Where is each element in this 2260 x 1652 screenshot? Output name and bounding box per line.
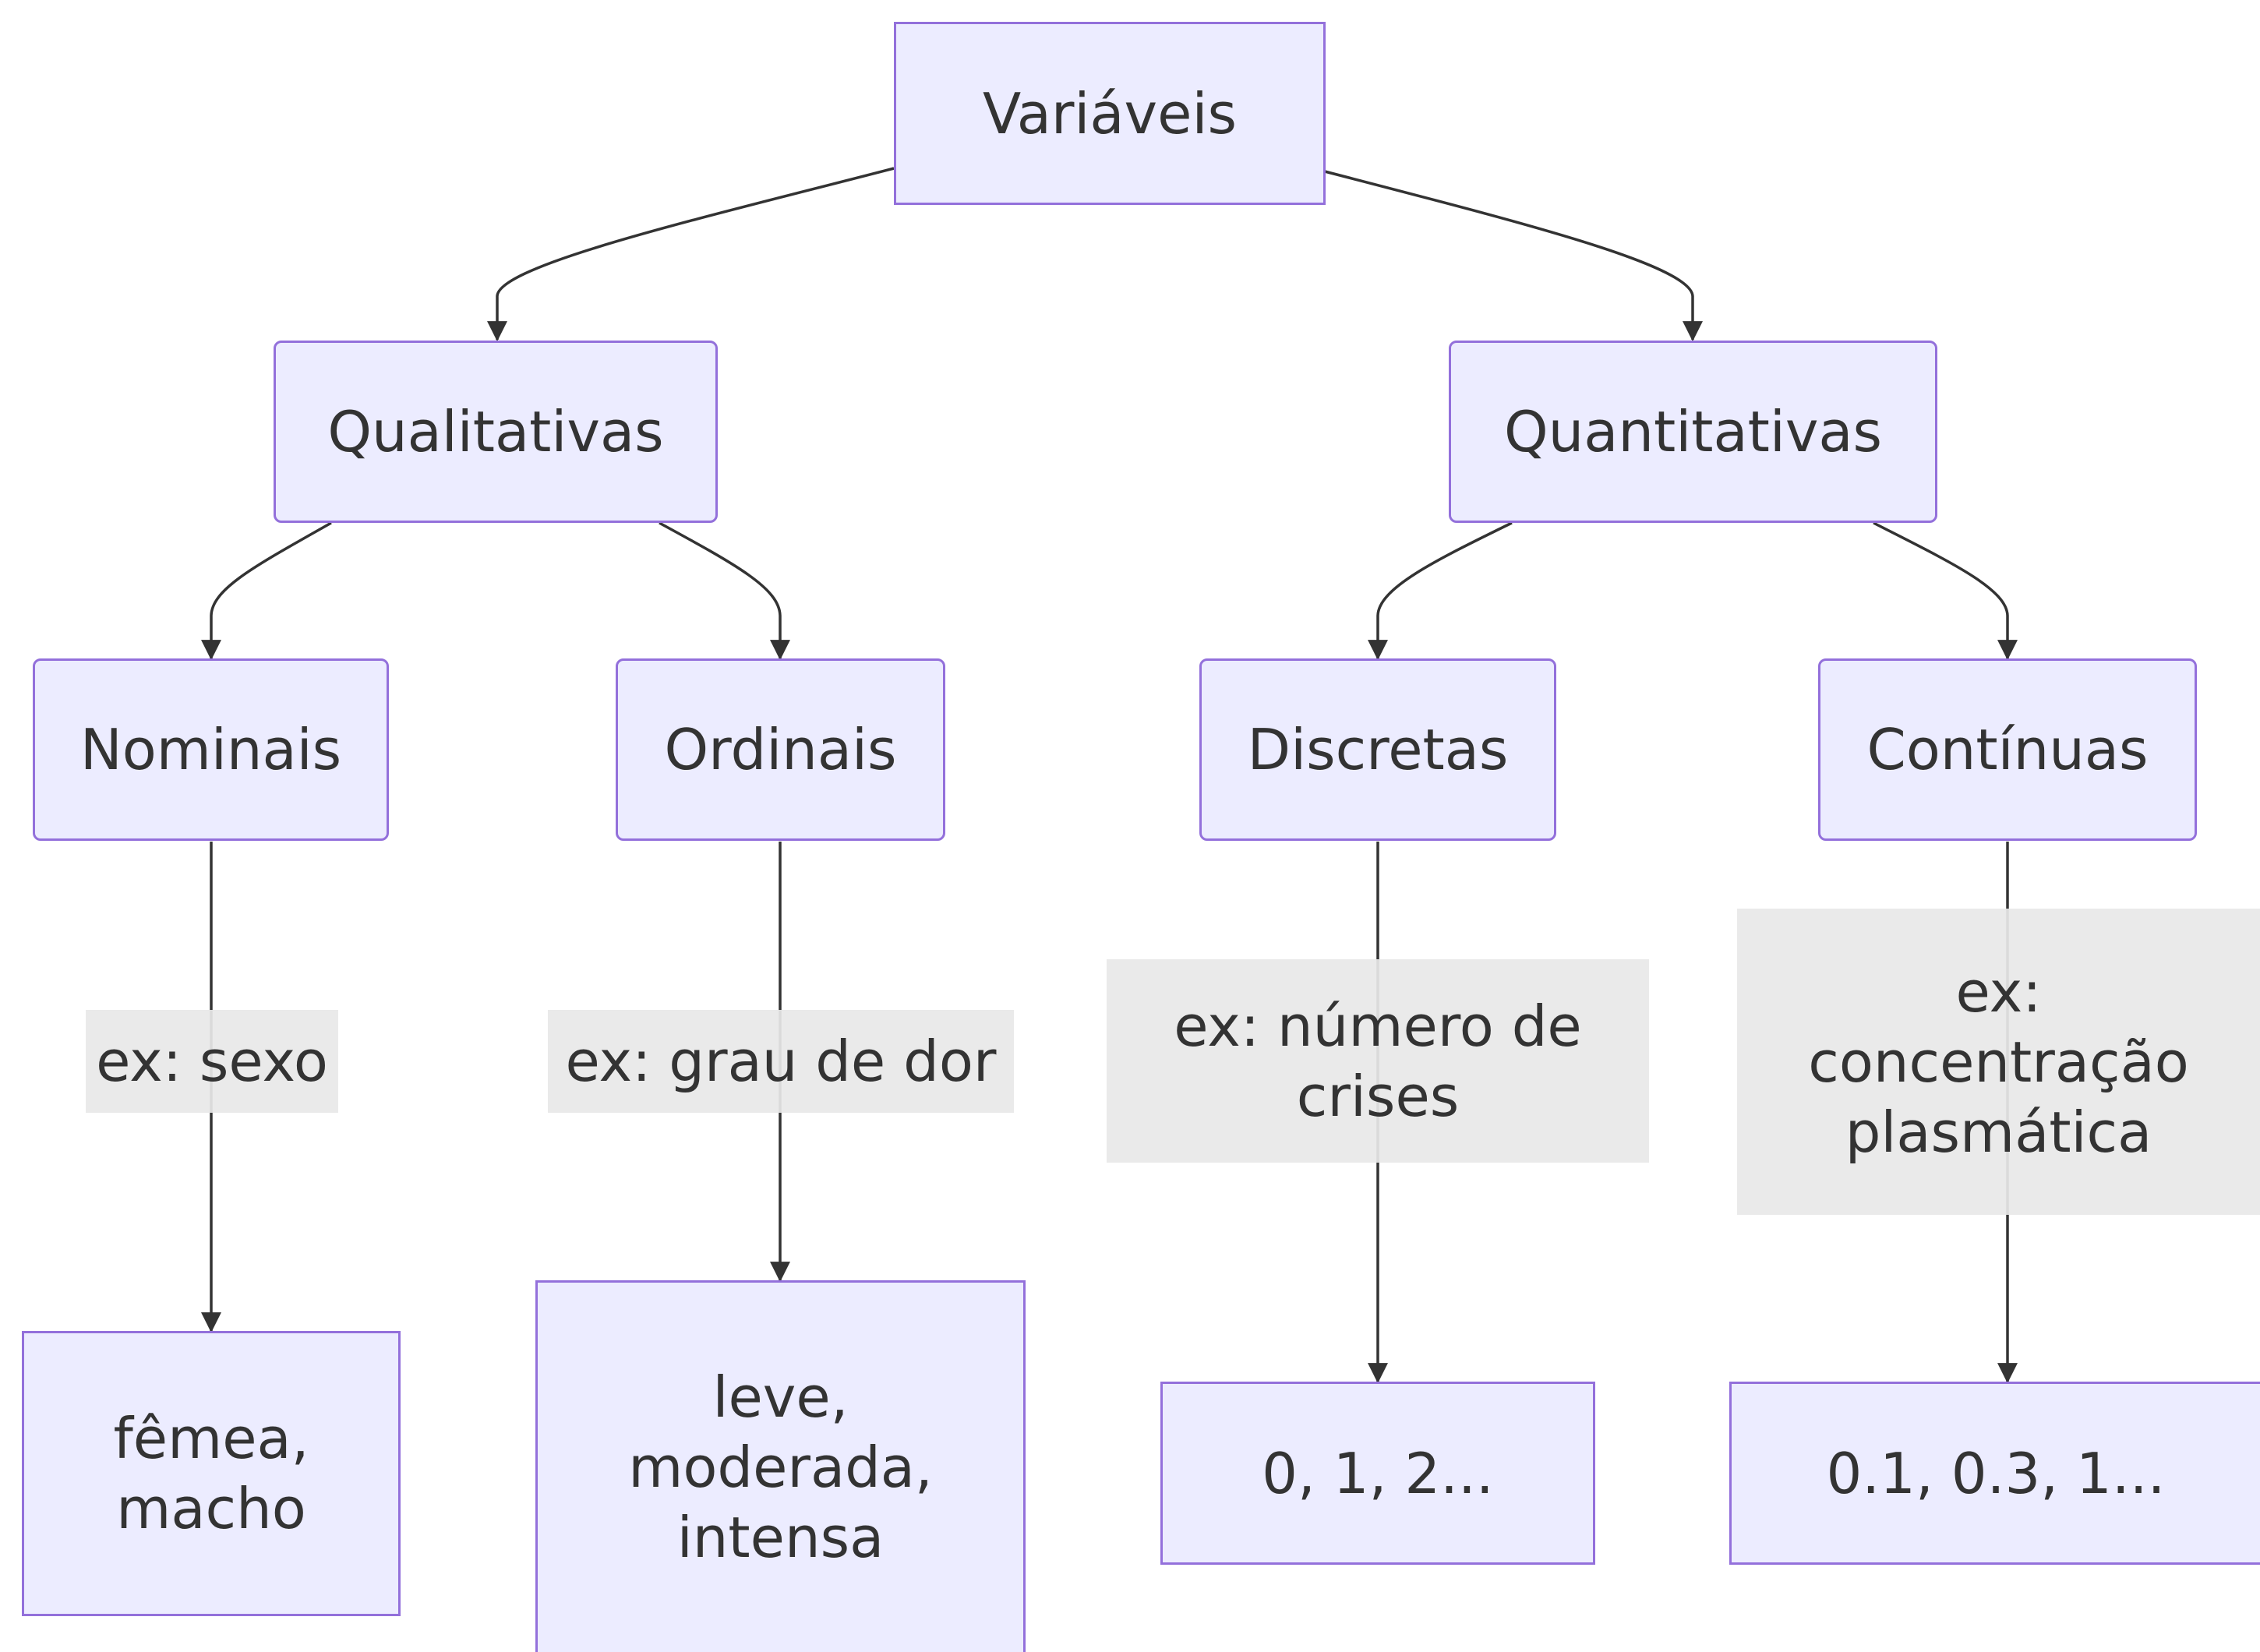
node-nominais: Nominais <box>33 658 389 841</box>
edge-label-continuas: ex: concentração plasmática <box>1737 909 2260 1215</box>
edge-label-nominais: ex: sexo <box>86 1010 338 1113</box>
edge-qualitativas-nominais <box>201 521 332 661</box>
edge-qualitativas-ordinais <box>659 521 790 661</box>
node-continuas: Contínuas <box>1818 658 2197 841</box>
edge-root-quantitativas <box>1324 170 1703 342</box>
edge-quantitativas-discretas <box>1368 521 1513 661</box>
edge-root-qualitativas <box>487 167 895 342</box>
edge-label-ordinais: ex: grau de dor <box>548 1010 1014 1113</box>
node-variaveis: Variáveis <box>894 22 1326 205</box>
edge-quantitativas-continuas <box>1873 521 2018 661</box>
node-discretas-example: 0, 1, 2... <box>1160 1382 1595 1565</box>
node-discretas: Discretas <box>1199 658 1556 841</box>
node-qualitativas: Qualitativas <box>274 341 718 523</box>
node-quantitativas: Quantitativas <box>1449 341 1937 523</box>
node-nominais-example: fêmea, macho <box>22 1331 401 1616</box>
edge-label-discretas: ex: número de crises <box>1107 959 1649 1163</box>
node-ordinais: Ordinais <box>616 658 945 841</box>
node-continuas-example: 0.1, 0.3, 1... <box>1729 1382 2260 1565</box>
node-ordinais-example: leve, moderada, intensa <box>535 1280 1026 1652</box>
